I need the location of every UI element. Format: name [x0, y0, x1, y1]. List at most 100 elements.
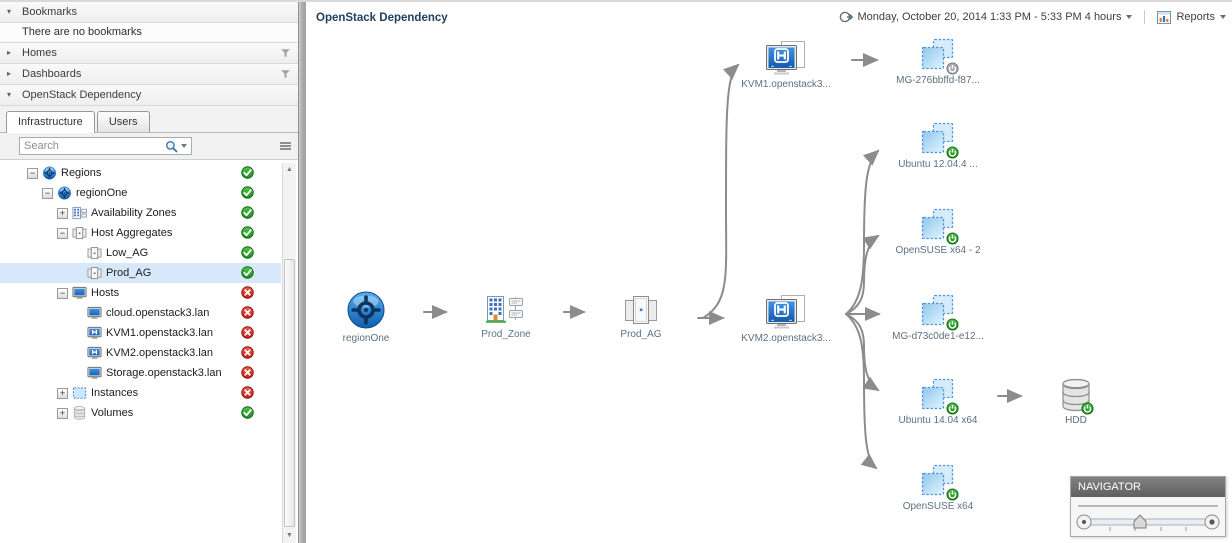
- section-dashboards[interactable]: ▸ Dashboards: [0, 64, 298, 85]
- status-ok-icon: [241, 246, 254, 259]
- region-target-icon: [57, 186, 72, 200]
- tree-item-cloud-host[interactable]: − cloud.openstack3.lan: [0, 303, 281, 323]
- tree-item-low-ag[interactable]: − Low_AG: [0, 243, 281, 263]
- power-on-badge-icon: [946, 146, 959, 159]
- aggregate-icon: [72, 226, 87, 240]
- graph-node-kvm1[interactable]: KVM1.openstack3...: [731, 40, 841, 90]
- graph-node-kvm2[interactable]: KVM2.openstack3...: [731, 294, 841, 344]
- scroll-up-button[interactable]: ▲: [286, 166, 293, 173]
- zoom-slider[interactable]: [1074, 509, 1222, 537]
- dependency-view: OpenStack Dependency Monday, October 20,…: [306, 2, 1232, 543]
- time-range-control[interactable]: Monday, October 20, 2014 1:33 PM - 5:33 …: [839, 10, 1133, 24]
- hypervisor-icon: [765, 294, 807, 330]
- status-ok-icon: [241, 186, 254, 199]
- tree-item-host-aggregates[interactable]: − Host Aggregates: [0, 223, 281, 243]
- power-on-badge-icon: [946, 488, 959, 501]
- search-box[interactable]: [19, 137, 192, 155]
- sidebar-splitter[interactable]: [298, 2, 306, 543]
- status-ok-icon: [241, 166, 254, 179]
- hypervisor-icon: [87, 326, 102, 340]
- reports-label: Reports: [1176, 11, 1215, 23]
- search-input[interactable]: [20, 140, 165, 152]
- status-error-icon: [241, 366, 254, 379]
- zoom-slider-thumb[interactable]: [1133, 514, 1147, 529]
- graph-node-mg-d73c0de1[interactable]: MG-d73c0de1-e12...: [883, 294, 993, 342]
- tree-scrollbar[interactable]: ▲ ▼: [282, 163, 296, 543]
- status-error-icon: [241, 286, 254, 299]
- graph-node-mg-276bbffd[interactable]: MG-276bbffd-f87...: [883, 38, 993, 86]
- status-error-icon: [241, 386, 254, 399]
- tree-item-prod-ag[interactable]: − Prod_AG: [0, 263, 281, 283]
- section-homes-label: Homes: [22, 47, 57, 59]
- power-on-badge-icon: [946, 318, 959, 331]
- expand-gadget[interactable]: +: [57, 387, 68, 399]
- chevron-right-icon: ▸: [7, 69, 12, 78]
- search-row: [0, 133, 298, 160]
- hypervisor-icon: [87, 346, 102, 360]
- tree-item-volumes[interactable]: + Volumes: [0, 403, 281, 423]
- graph-node-opensuse-x64-2[interactable]: OpenSUSE x64 - 2: [883, 208, 993, 256]
- status-error-icon: [241, 326, 254, 339]
- toolbar-divider: [1144, 10, 1146, 24]
- tree-item-kvm1-host[interactable]: − KVM1.openstack3.lan: [0, 323, 281, 343]
- graph-node-hdd[interactable]: HDD: [1021, 378, 1131, 426]
- status-ok-icon: [241, 266, 254, 279]
- tab-infrastructure[interactable]: Infrastructure: [6, 111, 95, 133]
- tree-item-regions[interactable]: − Regions: [0, 163, 281, 183]
- scroll-down-button[interactable]: ▼: [286, 532, 293, 539]
- search-options-caret-icon[interactable]: [181, 144, 187, 148]
- chevron-down-icon: ▾: [7, 7, 12, 16]
- infrastructure-tree: − Regions − regionOne + Availability Zon…: [0, 163, 281, 543]
- section-openstack-dependency[interactable]: ▾ OpenStack Dependency: [0, 85, 298, 106]
- scrollbar-thumb[interactable]: [284, 259, 295, 527]
- aggregate-icon: [87, 246, 102, 260]
- tree-item-instances[interactable]: + Instances: [0, 383, 281, 403]
- hypervisor-icon: [765, 40, 807, 76]
- tab-users[interactable]: Users: [96, 111, 150, 132]
- section-openstack-label: OpenStack Dependency: [22, 89, 142, 101]
- time-range-text: Monday, October 20, 2014 1:33 PM - 5:33 …: [857, 11, 1122, 23]
- reports-button[interactable]: Reports: [1157, 11, 1226, 24]
- power-on-badge-icon: [946, 402, 959, 415]
- graph-node-ubuntu-14-04[interactable]: Ubuntu 14.04 x64: [883, 378, 993, 426]
- filter-icon[interactable]: [281, 70, 290, 78]
- collapse-gadget[interactable]: −: [57, 227, 68, 239]
- collapse-gadget[interactable]: −: [42, 187, 53, 199]
- tree-item-availability-zones[interactable]: + Availability Zones: [0, 203, 281, 223]
- graph-node-ubuntu-12-04[interactable]: Ubuntu 12.04.4 ...: [883, 122, 993, 170]
- expand-gadget[interactable]: +: [57, 207, 68, 219]
- filter-icon[interactable]: [281, 49, 290, 57]
- section-bookmarks[interactable]: ▾ Bookmarks: [0, 2, 298, 23]
- page-title: OpenStack Dependency: [316, 12, 448, 24]
- volume-db-icon: [72, 406, 87, 420]
- status-ok-icon: [241, 226, 254, 239]
- tree-item-kvm2-host[interactable]: − KVM2.openstack3.lan: [0, 343, 281, 363]
- collapse-gadget[interactable]: −: [57, 287, 68, 299]
- status-error-icon: [241, 306, 254, 319]
- expand-gadget[interactable]: +: [57, 407, 68, 419]
- status-ok-icon: [241, 406, 254, 419]
- sidebar-tabbar: Infrastructure Users: [0, 106, 298, 133]
- graph-node-prod-ag[interactable]: Prod_AG: [586, 294, 696, 340]
- graph-node-opensuse-x64[interactable]: OpenSUSE x64: [883, 464, 993, 512]
- aggregate-icon: [87, 266, 102, 280]
- section-dashboards-label: Dashboards: [22, 68, 82, 80]
- search-icon[interactable]: [165, 140, 178, 153]
- graph-node-regionone[interactable]: regionOne: [311, 290, 421, 344]
- chevron-down-icon: ▾: [7, 90, 12, 99]
- tree-item-storage-host[interactable]: − Storage.openstack3.lan: [0, 363, 281, 383]
- region-target-icon: [42, 166, 57, 180]
- collapse-gadget[interactable]: −: [27, 167, 38, 179]
- sidebar: ▾ Bookmarks There are no bookmarks ▸ Hom…: [0, 2, 298, 543]
- tree-item-regionone[interactable]: − regionOne: [0, 183, 281, 203]
- aggregate-icon: [622, 294, 660, 326]
- graph-node-prod-zone[interactable]: Prod_Zone: [451, 294, 561, 340]
- bookmarks-empty-text: There are no bookmarks: [0, 23, 298, 43]
- view-options-icon[interactable]: [280, 142, 291, 152]
- power-on-badge-icon: [1081, 402, 1094, 415]
- host-monitor-icon: [87, 306, 102, 320]
- tree-item-hosts[interactable]: − Hosts: [0, 283, 281, 303]
- power-on-badge-icon: [946, 232, 959, 245]
- section-homes[interactable]: ▸ Homes: [0, 43, 298, 64]
